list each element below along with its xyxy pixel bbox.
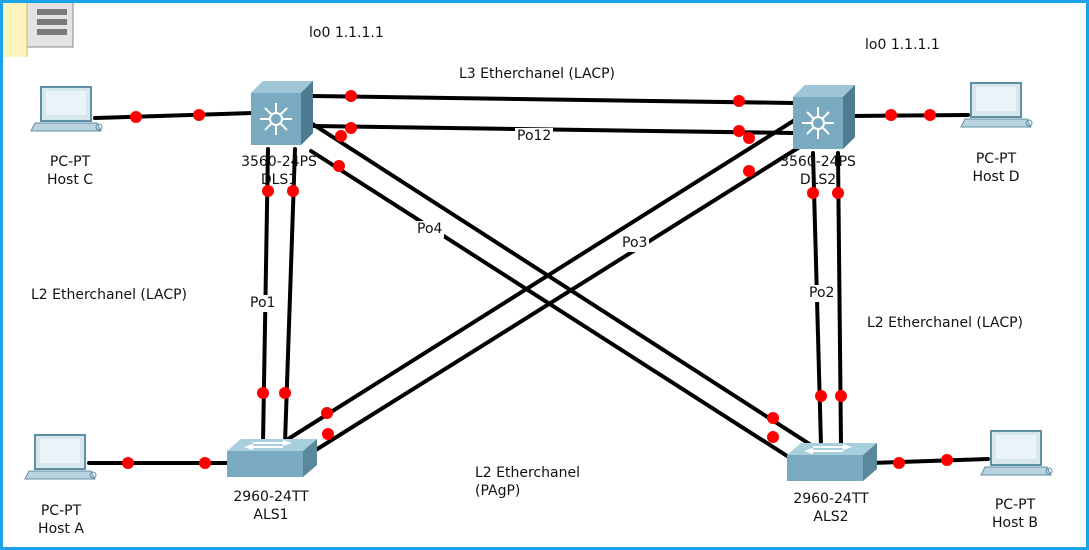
switch-icon[interactable]: [787, 443, 877, 481]
note-dls1-loopback[interactable]: lo0 1.1.1.1: [309, 25, 384, 41]
device-label-dls1-model: 3560-24PS: [241, 154, 317, 170]
pc-icon[interactable]: [980, 430, 1053, 476]
link-hostc-dls1[interactable]: [93, 111, 255, 120]
device-label-host-d-model: PC-PT: [975, 151, 1017, 167]
note-l2-etherchannel-left[interactable]: L2 Etherchanel (LACP): [29, 287, 189, 304]
multilayer-switch-icon[interactable]: [793, 85, 855, 149]
link-als2-hostb[interactable]: [869, 457, 990, 465]
note-l2-etherchannel-pagp-line1[interactable]: L2 Etherchanel: [475, 465, 580, 481]
device-label-als2-name: ALS2: [813, 509, 849, 525]
device-label-host-c-model: PC-PT: [49, 154, 91, 170]
device-label-host-a-name: Host A: [38, 521, 84, 537]
port-status-dots: [122, 90, 953, 469]
device-label-als1-name: ALS1: [253, 507, 289, 523]
device-label-host-d-name: Host D: [972, 169, 1020, 185]
link-po4-b[interactable]: [309, 149, 800, 465]
link-po12-a[interactable]: [311, 94, 795, 105]
link-dls2-hostd[interactable]: [851, 113, 970, 118]
note-l2-etherchannel-right[interactable]: L2 Etherchanel (LACP): [865, 315, 1025, 332]
link-po3-a[interactable]: [283, 116, 800, 443]
device-label-dls1-name: DLS1: [260, 172, 298, 188]
note-l3-etherchannel[interactable]: L3 Etherchanel (LACP): [457, 66, 617, 83]
multilayer-switch-icon[interactable]: [251, 81, 313, 145]
link-label-po1[interactable]: Po1: [248, 295, 278, 312]
device-label-host-a-model: PC-PT: [40, 503, 82, 519]
device-label-host-b-model: PC-PT: [994, 497, 1036, 513]
link-label-po3[interactable]: Po3: [620, 235, 650, 252]
note-dls2-loopback[interactable]: lo0 1.1.1.1: [865, 37, 940, 53]
device-label-host-c-name: Host C: [46, 172, 94, 188]
topology-links: [24, 81, 1053, 481]
device-label-host-b-name: Host B: [992, 515, 1038, 531]
link-label-po2[interactable]: Po2: [807, 285, 837, 302]
device-label-dls2-name: DLS2: [799, 172, 837, 188]
pc-icon[interactable]: [24, 434, 97, 480]
pc-icon[interactable]: [960, 82, 1033, 128]
note-l2-etherchannel-pagp-line2[interactable]: (PAgP): [475, 483, 521, 499]
switch-icon[interactable]: [227, 439, 317, 477]
pc-icon[interactable]: [30, 86, 103, 132]
link-label-po4[interactable]: Po4: [415, 221, 445, 238]
link-po4-a[interactable]: [309, 121, 813, 447]
link-po3-b[interactable]: [301, 146, 800, 460]
note-tool-icon[interactable]: [1, 1, 77, 57]
device-label-dls2-model: 3560-24PS: [780, 154, 856, 170]
device-label-als2-model: 2960-24TT: [793, 491, 869, 507]
link-label-po12[interactable]: Po12: [515, 128, 554, 145]
device-label-als1-model: 2960-24TT: [233, 489, 309, 505]
